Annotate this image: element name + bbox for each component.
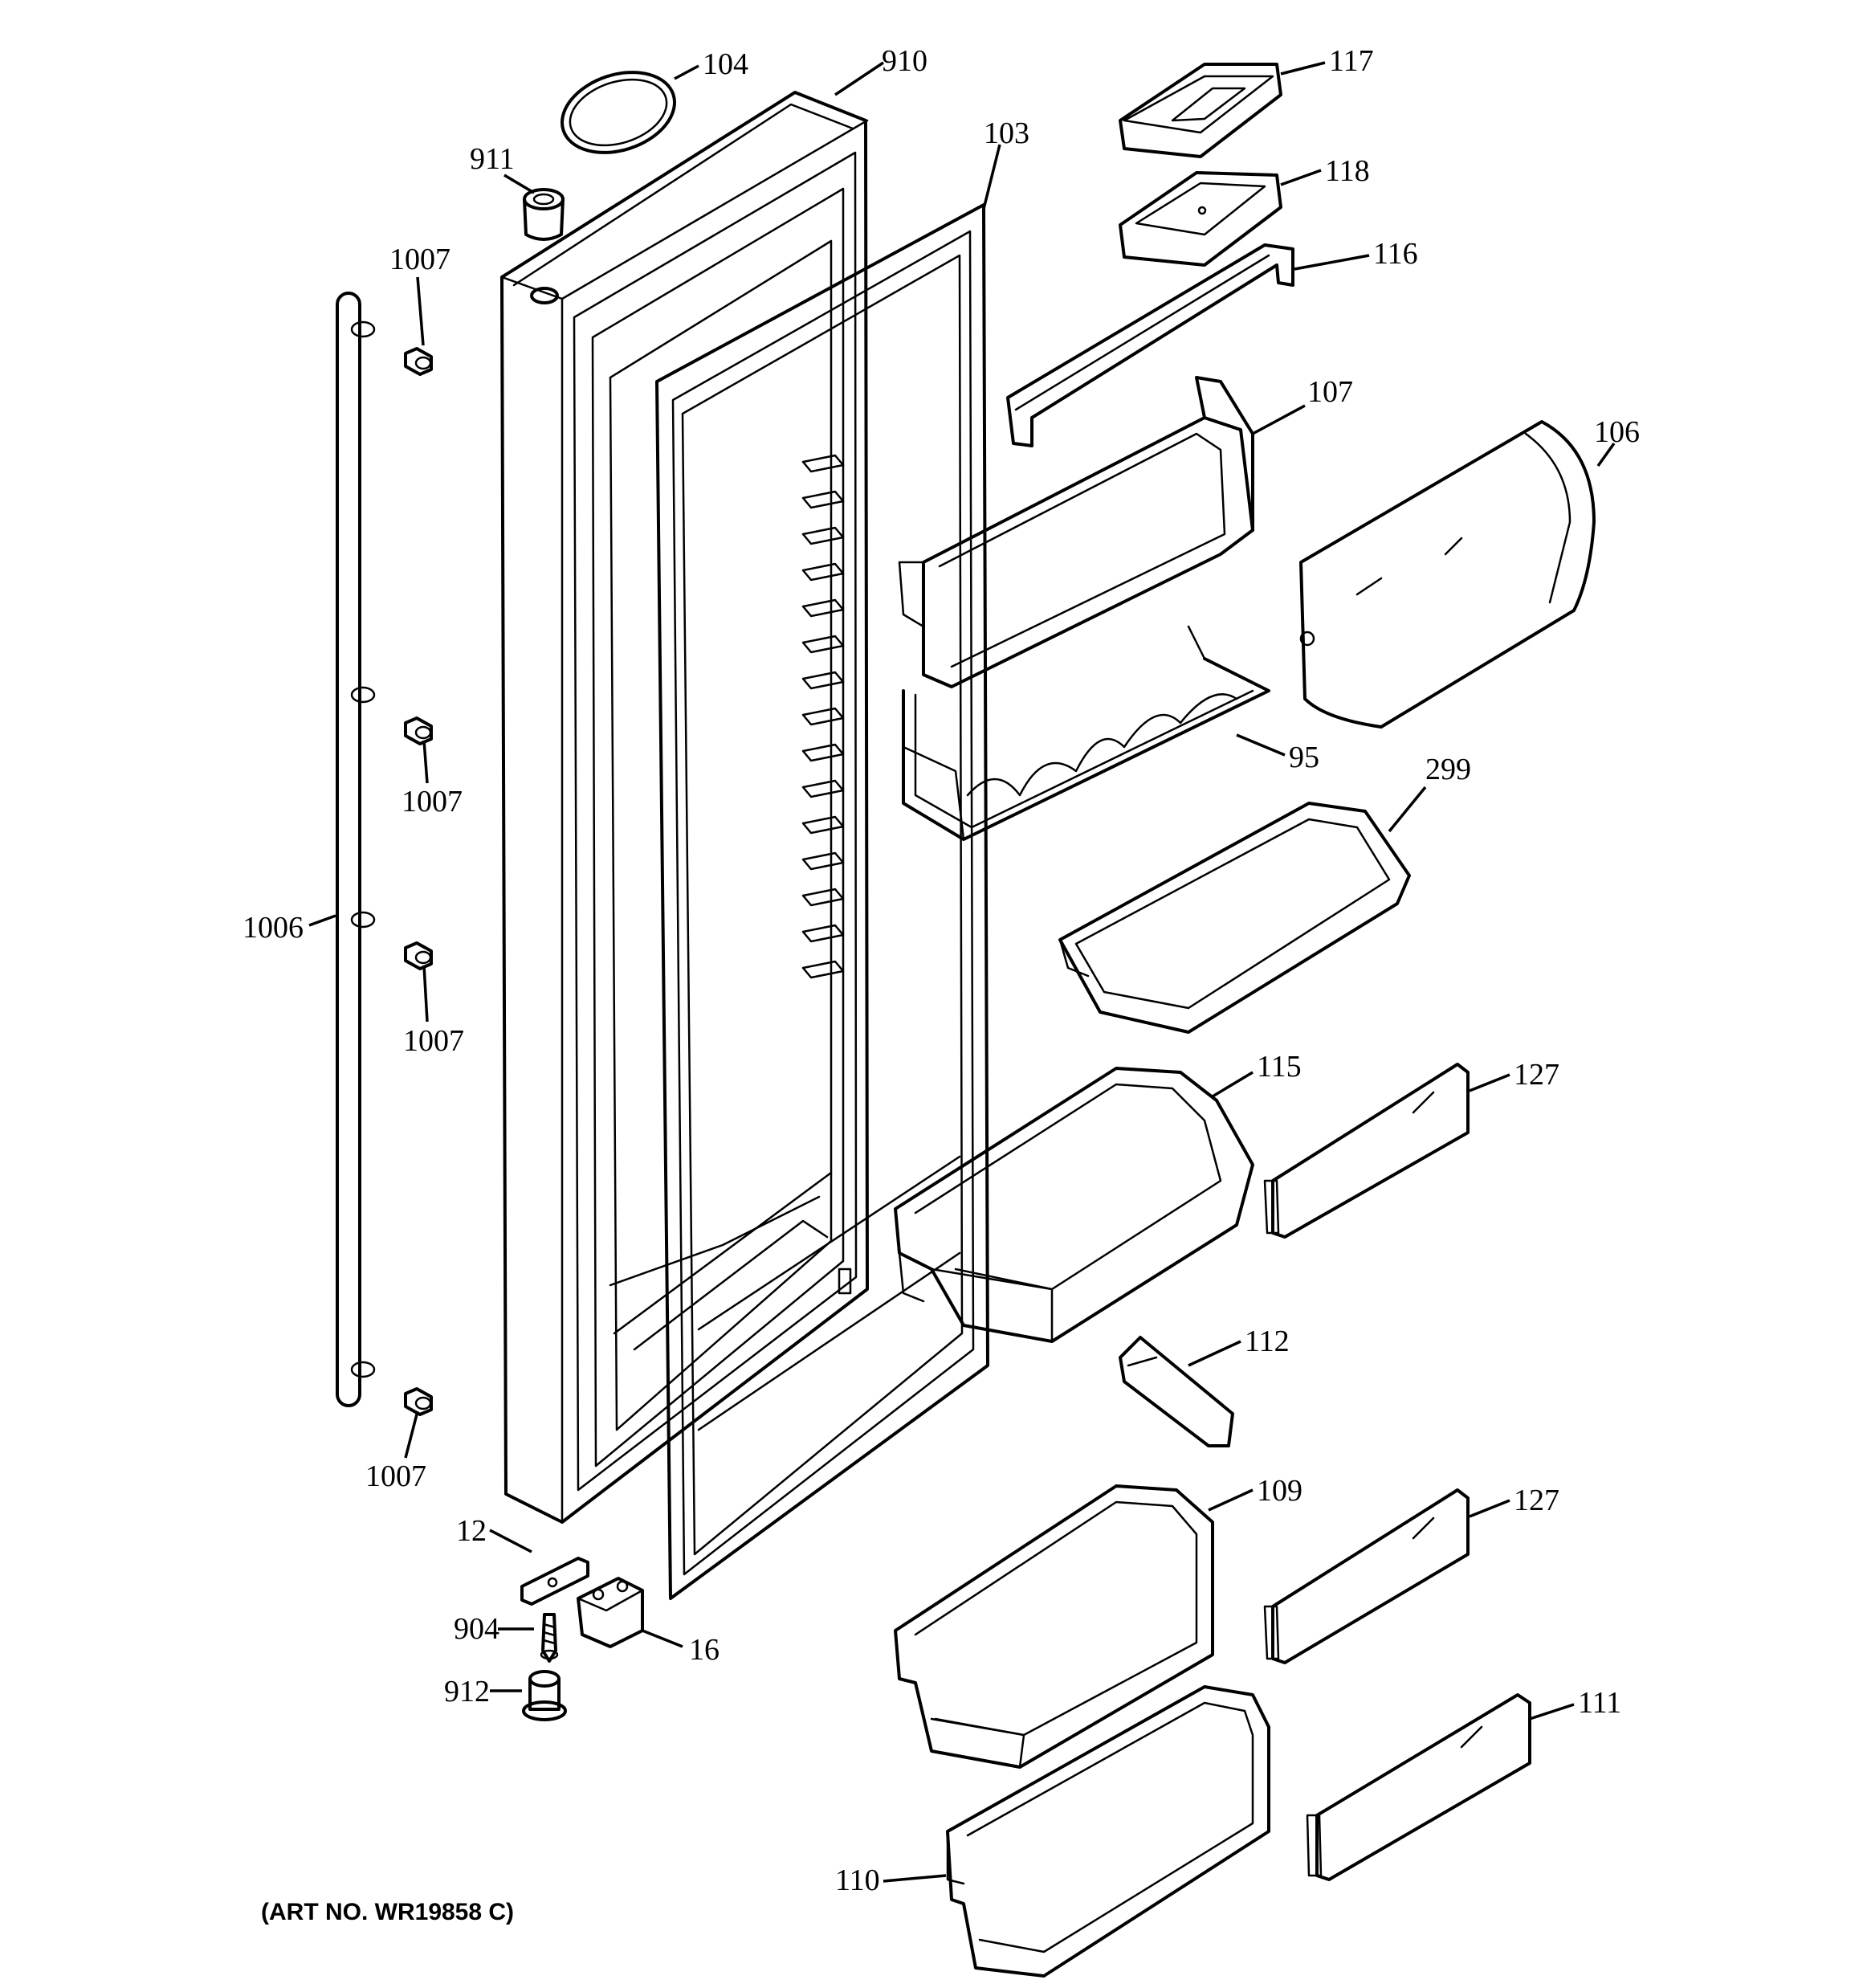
callout-117: 117: [1329, 44, 1374, 78]
callout-127-upper: 127: [1514, 1058, 1559, 1092]
art-number: (ART NO. WR19858 C): [261, 1899, 514, 1925]
part-127-bin-front-lower: [1263, 1488, 1470, 1664]
callout-109: 109: [1257, 1474, 1302, 1508]
callout-118: 118: [1325, 154, 1370, 188]
callout-16: 16: [689, 1633, 720, 1667]
part-911-bushing: [523, 188, 565, 241]
callout-1007-top: 1007: [389, 243, 450, 276]
part-1006-handle-rod: [336, 292, 376, 1407]
part-111-bin-front: [1306, 1693, 1531, 1881]
callout-111: 111: [1578, 1686, 1621, 1720]
part-109-door-bin: [894, 1484, 1214, 1769]
part-904-screw: [540, 1613, 559, 1663]
leader-lines: [308, 61, 1616, 1883]
callout-103: 103: [984, 116, 1029, 150]
part-910-door-shell: [500, 91, 869, 1524]
callout-911: 911: [470, 142, 515, 176]
part-112-divider: [1119, 1336, 1234, 1447]
callout-910: 910: [882, 44, 927, 78]
part-107-bin: [898, 376, 1254, 688]
part-127-bin-front-upper: [1263, 1063, 1470, 1239]
callout-1007-third: 1007: [403, 1024, 464, 1058]
callout-299: 299: [1425, 753, 1471, 786]
callout-127-lower: 127: [1514, 1484, 1559, 1517]
callout-labels: 104 910 117 911 103 118 116 1007 107 106…: [243, 44, 1640, 1897]
callout-904: 904: [454, 1612, 499, 1646]
callout-912: 912: [444, 1675, 490, 1708]
callout-95: 95: [1289, 741, 1319, 774]
part-104-ring: [561, 71, 676, 154]
part-103-gasket: [655, 203, 989, 1600]
callout-112: 112: [1245, 1325, 1290, 1358]
callout-115: 115: [1257, 1050, 1302, 1084]
callout-1007-bottom: 1007: [365, 1459, 426, 1493]
callout-1007-second: 1007: [402, 785, 463, 818]
callout-12: 12: [456, 1514, 487, 1548]
part-115-door-bin: [894, 1067, 1254, 1343]
part-299-shelf: [1058, 802, 1411, 1034]
part-106-cover: [1299, 420, 1596, 729]
part-118-dairy-compartment: [1119, 171, 1282, 267]
callout-106: 106: [1594, 415, 1640, 449]
part-1007-handle-clips: [404, 347, 433, 1416]
callout-1006: 1006: [243, 911, 304, 945]
part-110-door-bin: [946, 1685, 1270, 1978]
part-116-rail: [1006, 243, 1294, 447]
shelf-clip-column: [801, 454, 852, 1295]
callout-110: 110: [835, 1863, 880, 1897]
callout-116: 116: [1373, 237, 1418, 271]
callout-107: 107: [1307, 375, 1353, 409]
part-912-bushing: [522, 1670, 567, 1721]
part-12-bracket: [520, 1557, 589, 1606]
part-16-hinge: [577, 1577, 644, 1648]
part-117-dairy-cover: [1119, 63, 1282, 158]
part-95-wire-rack: [902, 625, 1270, 841]
callout-104: 104: [703, 47, 748, 81]
